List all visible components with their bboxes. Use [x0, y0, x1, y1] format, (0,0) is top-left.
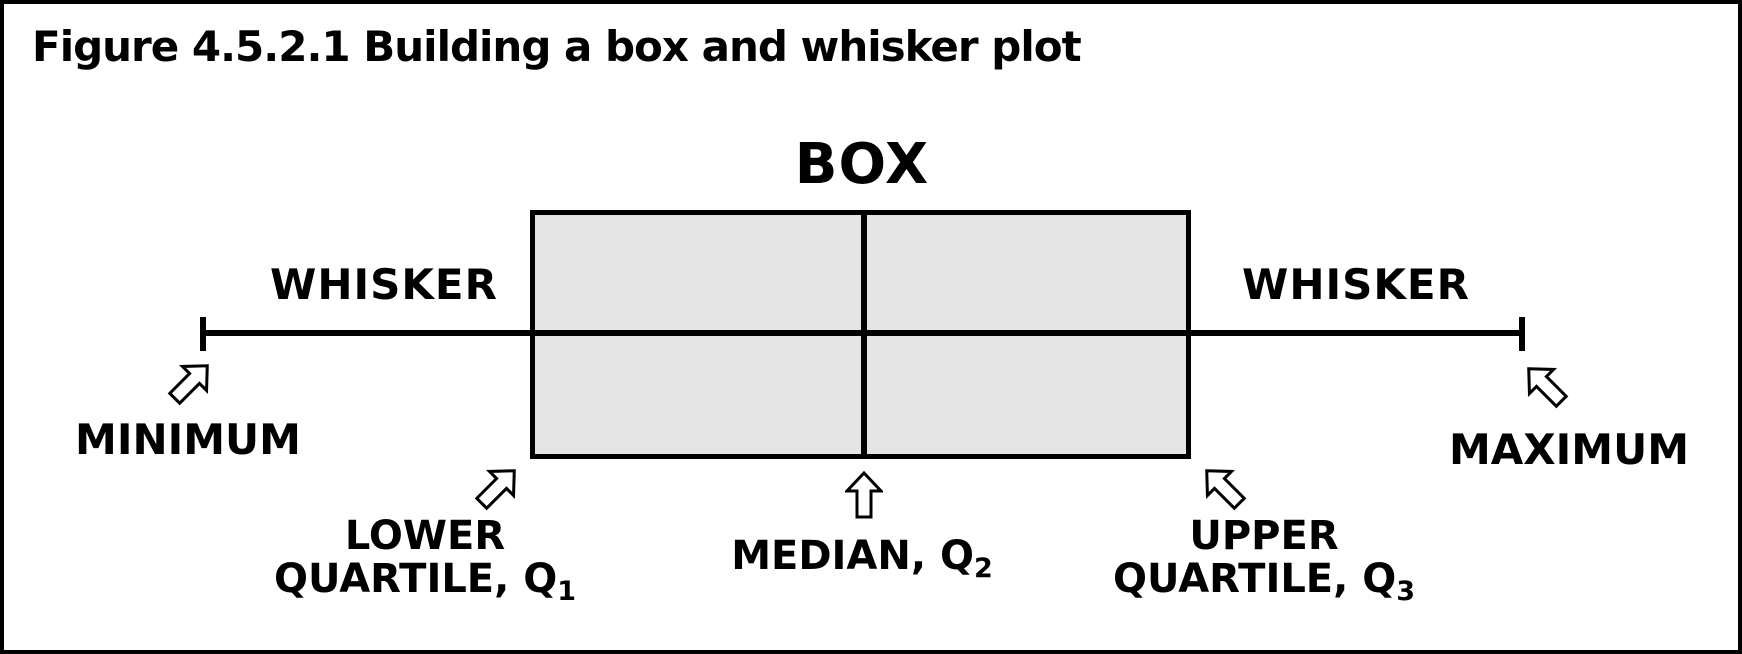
subscript: 3 — [1396, 576, 1416, 607]
upper-quartile-line1: UPPER — [1189, 513, 1339, 559]
minimum-label: MINIMUM — [75, 415, 301, 464]
lower-quartile-line2: QUARTILE, Q1 — [273, 556, 577, 608]
figure-title: Figure 4.5.2.1 Building a box and whiske… — [32, 22, 1082, 71]
upper-quartile-label: UPPER QUARTILE, Q3 — [1112, 513, 1416, 608]
upper-quartile-arrow-icon — [1205, 469, 1247, 511]
median-label: MEDIAN, Q2 — [731, 533, 993, 585]
lower-quartile-arrow-icon — [474, 469, 516, 511]
box-caption: BOX — [794, 132, 930, 197]
right-whisker-label: WHISKER — [1242, 260, 1470, 309]
subscript: 2 — [973, 553, 993, 584]
left-whisker-label: WHISKER — [270, 260, 498, 309]
lower-quartile-label: LOWER QUARTILE, Q1 — [273, 513, 577, 608]
maximum-end-cap — [1519, 317, 1525, 351]
subscript: 1 — [557, 576, 577, 607]
median-arrow-icon — [845, 471, 883, 519]
lower-quartile-line1: LOWER — [344, 513, 506, 559]
maximum-arrow-icon — [1527, 367, 1569, 409]
minimum-arrow-icon — [167, 364, 209, 406]
upper-quartile-line2: QUARTILE, Q3 — [1112, 556, 1416, 608]
minimum-end-cap — [200, 317, 206, 351]
maximum-label: MAXIMUM — [1448, 425, 1690, 474]
median-line — [861, 210, 867, 459]
